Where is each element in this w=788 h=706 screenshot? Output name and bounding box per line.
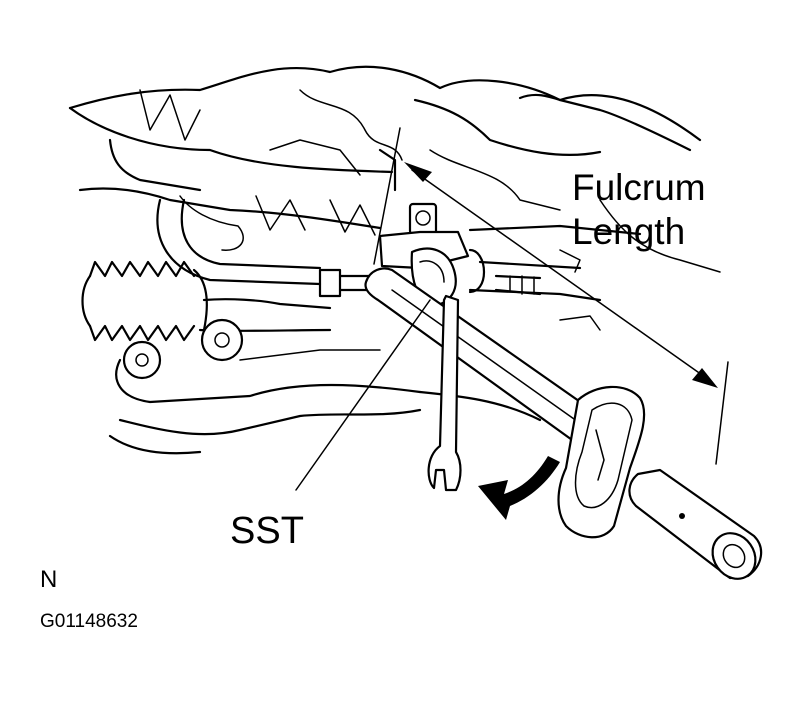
view-code-label: N	[40, 566, 58, 593]
fulcrum-length-label: Fulcrum Length	[572, 166, 706, 254]
figure-id-label: G01148632	[40, 611, 138, 632]
engine-background	[68, 65, 721, 455]
sst-leader-line	[295, 299, 431, 491]
dimension-arrow-icon	[373, 127, 729, 465]
sst-tool	[364, 230, 763, 580]
sst-label: SST	[230, 510, 304, 552]
fulcrum-label-line2: Length	[572, 211, 686, 252]
rotation-arrow-icon	[478, 456, 560, 520]
fulcrum-label-line1: Fulcrum	[572, 167, 706, 208]
